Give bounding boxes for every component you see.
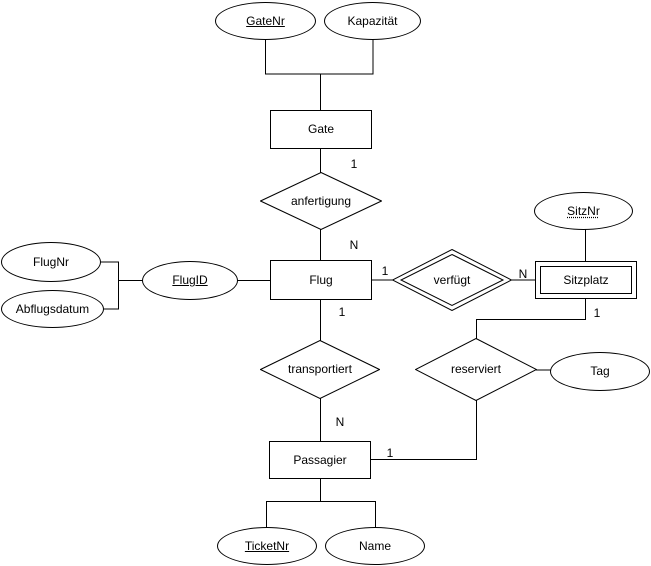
diamond-outline [415,338,537,401]
attribute-flugid-label: FlugID [172,273,208,288]
relationship-anfertigung: anfertigung [260,172,382,230]
connector-gate-attributes [265,38,374,75]
entity-flug: Flug [270,260,372,300]
cardinality-gate-anfertigung: 1 [350,157,358,171]
connector-flugid-components [99,261,119,310]
entity-flug-label: Flug [309,272,333,287]
relationship-verfuegt: verfügt [392,249,512,311]
attribute-name: Name [325,527,425,565]
attribute-tag-label: Tag [590,364,610,379]
attribute-flugnr-label: FlugNr [32,254,69,269]
attribute-kapazitaet-label: Kapazität [347,13,398,28]
identifying-diamond-outline [392,249,512,311]
relationship-reserviert: reserviert [415,338,537,401]
attribute-abflugsdatum: Abflugsdatum [1,290,104,328]
cardinality-reserviert-passagier: 1 [386,446,394,460]
cardinality-flug-verfuegt: 1 [381,264,389,278]
attribute-name-label: Name [358,538,391,553]
attribute-ticketnr-label: TicketNr [244,538,290,553]
attribute-gatenr-label: GateNr [246,13,285,28]
connector-sitzplatz-reserviert [476,298,586,339]
relationship-verfuegt-label: verfügt [433,272,471,287]
attribute-tag: Tag [550,352,650,391]
relationship-anfertigung-label: anfertigung [290,193,352,208]
entity-sitzplatz-label: Sitzplatz [563,272,609,287]
entity-gate: Gate [270,110,372,149]
entity-passagier-label: Passagier [293,452,347,467]
attribute-flugnr: FlugNr [1,242,101,282]
entity-gate-label: Gate [307,122,334,137]
entity-sitzplatz: Sitzplatz [535,261,637,299]
cardinality-sitzplatz-reserviert: 1 [593,306,601,320]
cardinality-verfuegt-sitzplatz: N [518,267,528,281]
relationship-transportiert: transportiert [260,340,380,399]
attribute-ticketnr: TicketNr [217,527,317,565]
cardinality-transportiert-passagier: N [335,415,345,429]
attribute-sitznr: SitzNr [534,192,633,230]
cardinality-flug-transportiert: 1 [338,305,346,319]
connector-reserviert-passagier [370,400,477,460]
relationship-reserviert-label: reserviert [450,362,501,377]
cardinality-anfertigung-flug: N [349,238,359,252]
attribute-abflugsdatum-label: Abflugsdatum [15,301,90,316]
diamond-outline [260,172,382,230]
attribute-kapazitaet: Kapazität [324,2,421,40]
weak-entity-inner-border [540,266,632,294]
connector-passagier-attributes [266,501,376,528]
attribute-sitznr-label: SitzNr [567,203,600,218]
relationship-transportiert-label: transportiert [287,362,353,377]
attribute-flugid: FlugID [142,261,238,300]
diamond-outline [260,340,380,399]
attribute-gatenr: GateNr [215,2,316,40]
entity-passagier: Passagier [269,441,371,479]
